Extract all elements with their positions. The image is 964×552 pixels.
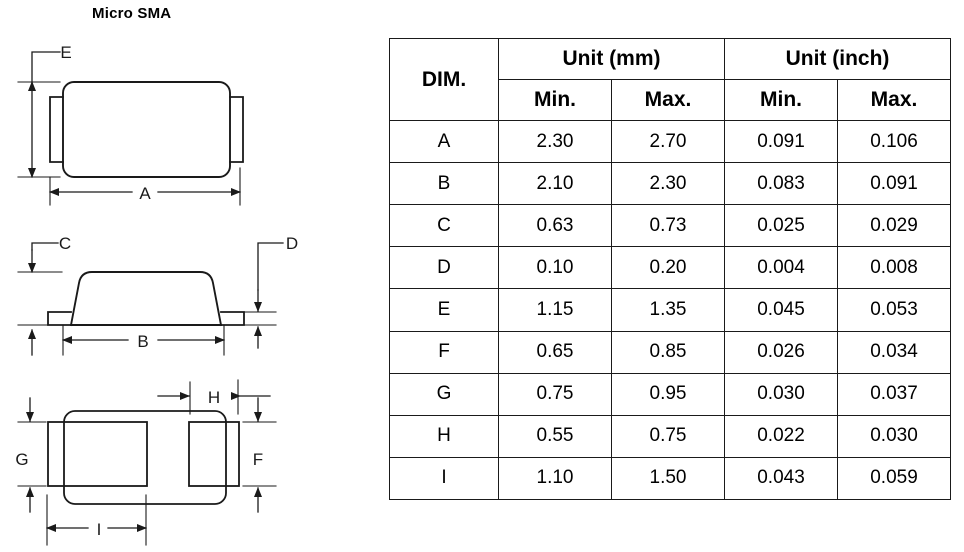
dimension-I-bottom-view (46, 494, 147, 546)
cell-mm-max: 1.50 (611, 456, 725, 501)
cell-dim: D (389, 246, 499, 290)
cell-mm-min: 0.10 (498, 246, 612, 290)
cell-inch-max: 0.053 (837, 288, 951, 332)
label-H: H (208, 388, 220, 407)
dimension-E-top-view (17, 51, 61, 178)
cell-inch-min: 0.043 (724, 456, 838, 501)
cell-inch-min: 0.022 (724, 414, 838, 458)
cell-inch-max: 0.034 (837, 330, 951, 374)
cell-inch-min: 0.083 (724, 162, 838, 206)
cell-dim: G (389, 372, 499, 416)
dimension-G-bottom-view (17, 397, 47, 513)
table-header-inch-max: Max. (837, 79, 951, 121)
cell-dim: H (389, 414, 499, 458)
mechanical-drawings-pane: E A C B D G H F I (0, 0, 380, 552)
dimension-B-side-view (62, 324, 225, 356)
label-I: I (97, 520, 102, 539)
cell-dim: B (389, 162, 499, 206)
cell-mm-max: 0.75 (611, 414, 725, 458)
cell-inch-max: 0.037 (837, 372, 951, 416)
label-G: G (15, 450, 28, 469)
label-C: C (59, 234, 71, 253)
cell-inch-min: 0.026 (724, 330, 838, 374)
dimension-A-top-view (49, 167, 241, 206)
cell-mm-min: 2.10 (498, 162, 612, 206)
cell-mm-max: 0.95 (611, 372, 725, 416)
cell-dim: I (389, 456, 499, 501)
cell-inch-min: 0.030 (724, 372, 838, 416)
dimensions-table: DIM. Unit (mm) Unit (inch) Min. Max. Min… (389, 38, 951, 501)
table-row: G 0.75 0.95 0.030 0.037 (389, 372, 951, 416)
cell-inch-max: 0.030 (837, 414, 951, 458)
cell-dim: F (389, 330, 499, 374)
dimension-C-side-view (17, 242, 63, 356)
cell-inch-max: 0.091 (837, 162, 951, 206)
cell-mm-max: 1.35 (611, 288, 725, 332)
cell-mm-min: 0.55 (498, 414, 612, 458)
cell-inch-min: 0.045 (724, 288, 838, 332)
cell-dim: E (389, 288, 499, 332)
cell-mm-max: 0.73 (611, 204, 725, 248)
table-header-unit-inch: Unit (inch) (724, 38, 951, 80)
cell-inch-max: 0.008 (837, 246, 951, 290)
dimension-H-bottom-view (157, 379, 271, 415)
cell-dim: A (389, 119, 499, 164)
table-row: F 0.65 0.85 0.026 0.034 (389, 330, 951, 374)
cell-mm-min: 1.15 (498, 288, 612, 332)
cell-inch-max: 0.106 (837, 119, 951, 164)
table-header-mm-min: Min. (498, 79, 612, 121)
cell-mm-min: 0.75 (498, 372, 612, 416)
cell-mm-min: 1.10 (498, 456, 612, 501)
table-row: E 1.15 1.35 0.045 0.053 (389, 288, 951, 332)
cell-mm-min: 0.63 (498, 204, 612, 248)
dimensions-table-container: DIM. Unit (mm) Unit (inch) Min. Max. Min… (389, 38, 951, 501)
cell-mm-max: 0.85 (611, 330, 725, 374)
cell-inch-max: 0.029 (837, 204, 951, 248)
cell-dim: C (389, 204, 499, 248)
table-header-unit-mm: Unit (mm) (498, 38, 725, 80)
cell-inch-min: 0.091 (724, 119, 838, 164)
cell-mm-min: 2.30 (498, 119, 612, 164)
table-row: C 0.63 0.73 0.025 0.029 (389, 204, 951, 248)
label-B: B (137, 332, 148, 351)
cell-inch-min: 0.025 (724, 204, 838, 248)
cell-mm-max: 2.70 (611, 119, 725, 164)
package-title: Micro SMA (92, 5, 172, 22)
dimension-D-side-view (243, 242, 284, 349)
label-E: E (60, 43, 71, 62)
top-view-drawing (49, 81, 244, 178)
label-F: F (253, 450, 263, 469)
cell-mm-max: 2.30 (611, 162, 725, 206)
label-A: A (139, 184, 151, 203)
cell-mm-max: 0.20 (611, 246, 725, 290)
table-row: B 2.10 2.30 0.083 0.091 (389, 162, 951, 206)
side-view-drawing (47, 271, 245, 327)
table-header-inch-min: Min. (724, 79, 838, 121)
dimension-F-bottom-view (242, 397, 277, 513)
table-row: D 0.10 0.20 0.004 0.008 (389, 246, 951, 290)
label-D: D (286, 234, 298, 253)
table-header-dim: DIM. (389, 38, 499, 121)
table-row: H 0.55 0.75 0.022 0.030 (389, 414, 951, 458)
table-header-mm-max: Max. (611, 79, 725, 121)
cell-inch-min: 0.004 (724, 246, 838, 290)
cell-inch-max: 0.059 (837, 456, 951, 501)
bottom-view-drawing (47, 410, 240, 505)
table-row: A 2.30 2.70 0.091 0.106 (389, 119, 951, 164)
table-row: I 1.10 1.50 0.043 0.059 (389, 456, 951, 501)
cell-mm-min: 0.65 (498, 330, 612, 374)
